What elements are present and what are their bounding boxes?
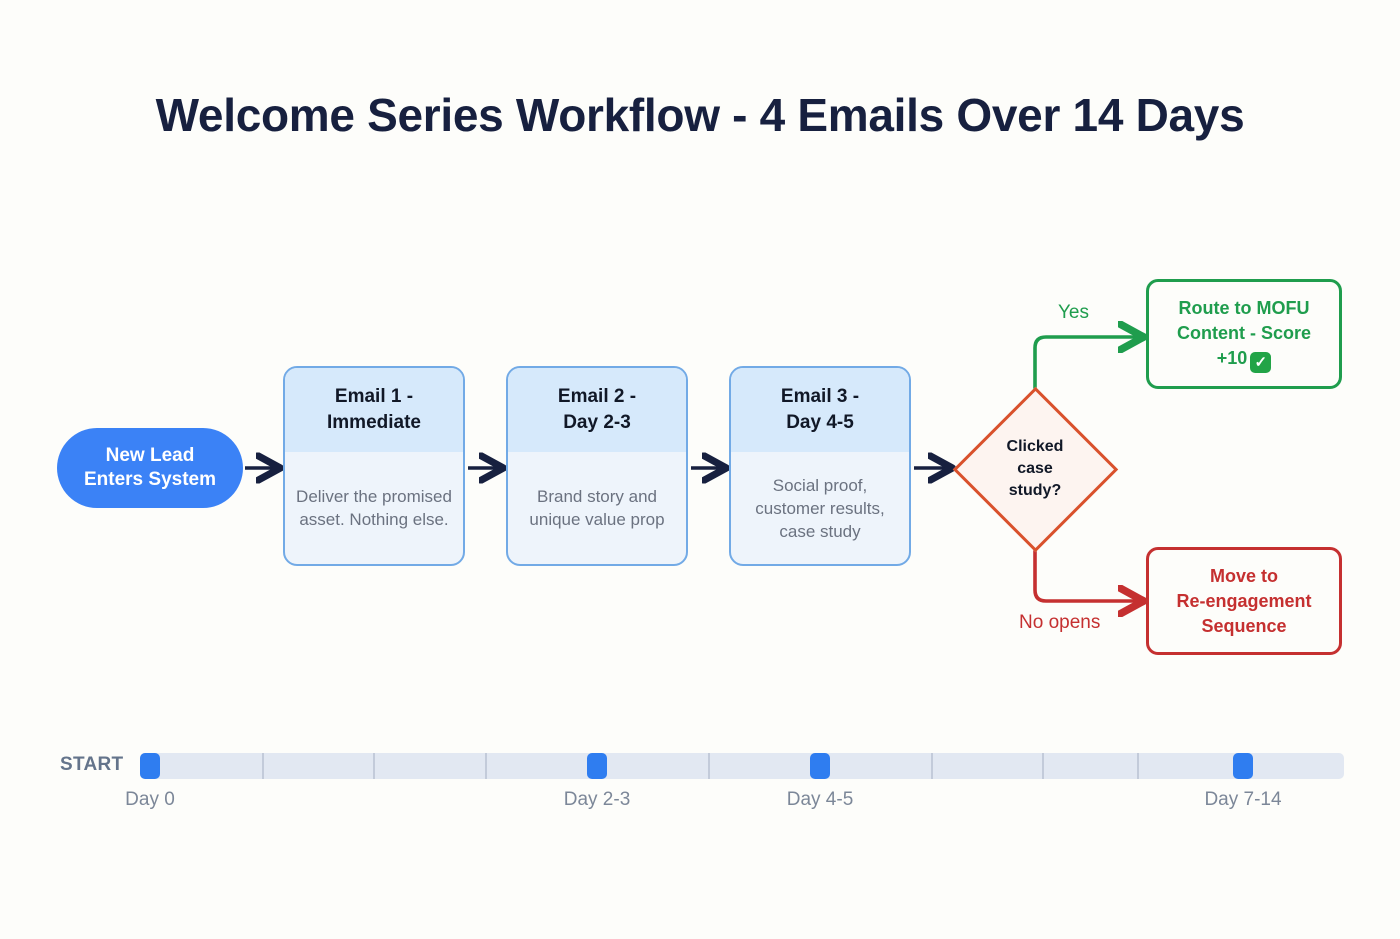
white-check-mark-icon: ✓ [1250,351,1272,373]
email-card-2-heading-line1: Email 2 - [557,386,637,407]
outcome-box-re-engagement[interactable]: Move to Re-engagement Sequence [1146,547,1342,655]
start-node-line1: New Lead [105,445,195,466]
email-card-1-heading-line2: Immediate [327,412,421,433]
timeline-caption-3: Day 4-5 [786,789,854,810]
start-node-line2: Enters System [83,469,216,490]
email-card-1-body: Deliver the promised asset. Nothing else… [296,487,452,529]
outcome-box-route-to-mofu[interactable]: Route to MOFU Content - Score +10✓ [1146,279,1342,389]
timeline-caption-4: Day 7-14 [1204,789,1282,810]
timeline-marker-4[interactable] [1233,753,1253,779]
decision-line3: study? [1008,482,1062,499]
outcome-yes-line1: Route to MOFU [1178,297,1310,318]
timeline-tick [708,753,710,779]
outcome-no-line2: Re-engagement [1176,590,1312,611]
timeline-tick [262,753,264,779]
email-card-1-heading: Email 1 - Immediate [285,368,463,452]
timeline-tick [373,753,375,779]
email-card-1-heading-line1: Email 1 - [334,386,414,407]
timeline-track[interactable] [140,753,1344,779]
timeline-start-label: START [60,754,124,775]
email-card-3-body: Social proof, customer results, case stu… [755,475,885,541]
email-card-3-heading: Email 3 - Day 4-5 [731,368,909,452]
connector-decision-yes [1033,337,1138,390]
timeline-marker-2[interactable] [587,753,607,779]
email-card-3-heading-line1: Email 3 - [780,386,860,407]
branch-label-no: No opens [1019,612,1101,633]
timeline-caption-1: Day 0 [125,789,175,810]
decision-line2: case [1017,460,1053,477]
outcome-no-line3: Sequence [1201,615,1287,636]
timeline-marker-1[interactable] [140,753,160,779]
decision-line1: Clicked [1006,438,1064,455]
start-node[interactable]: New Lead Enters System [57,428,243,508]
timeline: START Day 0 Day 2-3 Day 4-5 Day 7-14 [0,745,1400,835]
timeline-tick [931,753,933,779]
timeline-tick [1042,753,1044,779]
email-card-3-heading-line2: Day 4-5 [786,412,854,433]
decision-node-label: Clicked case study? [952,386,1118,552]
outcome-yes-line3: +10 [1216,347,1248,368]
timeline-marker-3[interactable] [810,753,830,779]
email-card-2-body: Brand story and unique value prop [529,487,665,529]
decision-node-clicked-case-study[interactable]: Clicked case study? [952,386,1118,552]
email-card-2-heading-line2: Day 2-3 [563,412,631,433]
timeline-tick [1137,753,1139,779]
connector-decision-no [1033,549,1138,601]
timeline-tick [485,753,487,779]
outcome-no-line1: Move to [1209,565,1278,586]
timeline-caption-2: Day 2-3 [563,789,631,810]
outcome-yes-line2: Content - Score [1176,322,1311,343]
email-card-3[interactable]: Email 3 - Day 4-5 Social proof, customer… [729,366,911,566]
branch-label-yes: Yes [1058,302,1089,323]
email-card-2[interactable]: Email 2 - Day 2-3 Brand story and unique… [506,366,688,566]
email-card-2-heading: Email 2 - Day 2-3 [508,368,686,452]
email-card-1[interactable]: Email 1 - Immediate Deliver the promised… [283,366,465,566]
page-title: Welcome Series Workflow - 4 Emails Over … [155,89,1245,141]
